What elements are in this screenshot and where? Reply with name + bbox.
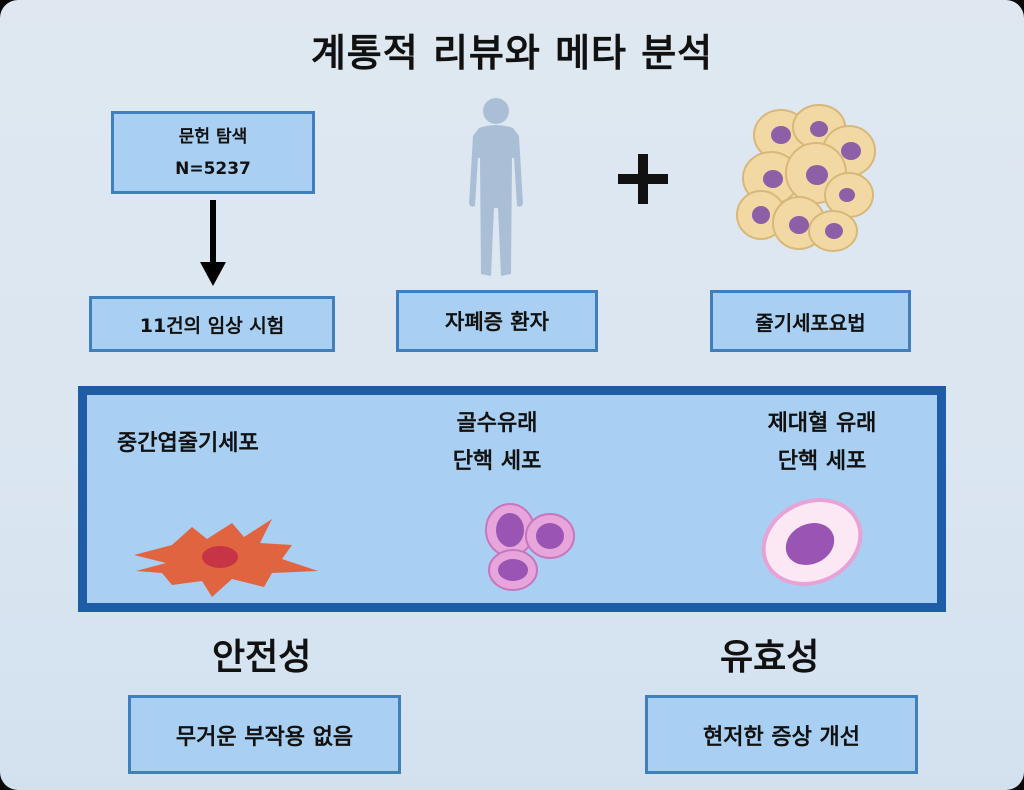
plus-icon — [618, 154, 668, 204]
bone-marrow-cells-icon — [485, 503, 575, 591]
person-silhouette-icon — [469, 98, 523, 276]
cell-types-panel: 중간엽줄기세포 골수유래 단핵 세포 제대혈 유래 단핵 세포 — [78, 386, 946, 612]
bone-marrow-label: 골수유래 단핵 세포 — [417, 405, 577, 481]
literature-count: N=5237 — [175, 158, 251, 179]
mesenchymal-cell-icon — [134, 519, 318, 597]
mesenchymal-label: 중간엽줄기세포 — [117, 431, 259, 456]
down-arrow-icon — [200, 200, 226, 286]
safety-result-box: 무거운 부작용 없음 — [128, 695, 401, 774]
cord-blood-label-line1: 제대혈 유래 — [767, 411, 877, 436]
autism-patients-box: 자폐증 환자 — [396, 290, 598, 352]
safety-heading: 안전성 — [212, 637, 312, 678]
page-title: 계통적 리뷰와 메타 분석 — [310, 31, 714, 75]
bone-marrow-label-line1: 골수유래 — [456, 411, 538, 436]
cord-blood-label-line2: 단핵 세포 — [777, 449, 867, 474]
literature-search-label: 문헌 탐색 — [178, 126, 248, 147]
efficacy-heading: 유효성 — [720, 637, 820, 678]
stem-cell-therapy-box: 줄기세포요법 — [710, 290, 911, 352]
clinical-trials-box: 11건의 임상 시험 — [89, 296, 335, 352]
stem-cell-cluster-icon — [736, 104, 876, 252]
literature-search-box: 문헌 탐색 N=5237 — [111, 111, 315, 194]
efficacy-result-box: 현저한 증상 개선 — [645, 695, 918, 774]
cord-blood-cell-icon — [761, 498, 863, 586]
cord-blood-label: 제대혈 유래 단핵 세포 — [727, 405, 917, 481]
bone-marrow-label-line2: 단핵 세포 — [452, 449, 542, 474]
